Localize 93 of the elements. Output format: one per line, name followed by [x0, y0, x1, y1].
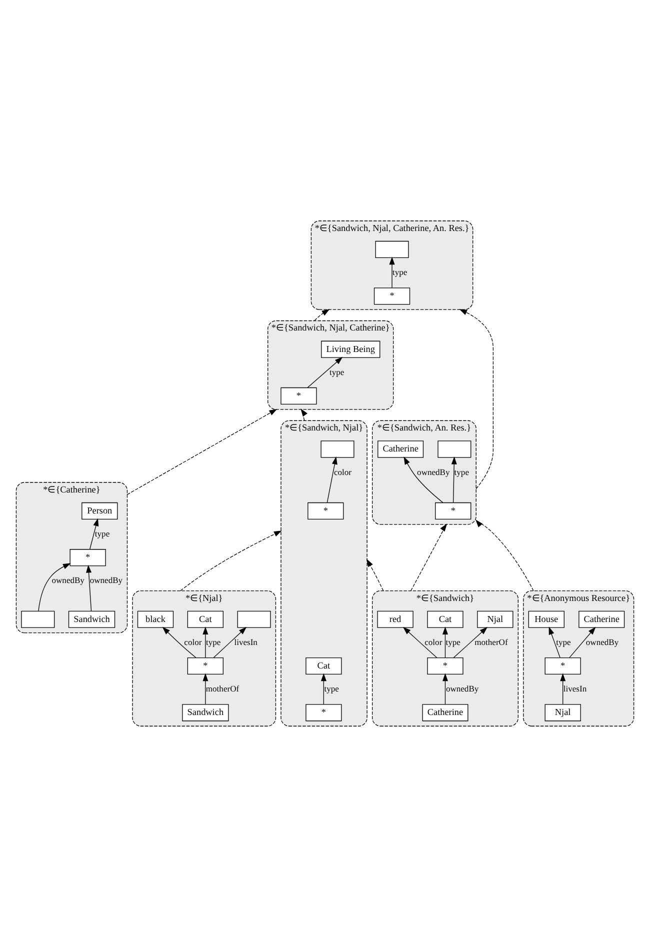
edge-label: ownedBy: [90, 574, 123, 585]
arrow: [90, 518, 99, 550]
arrow: [307, 356, 343, 388]
arrow: [320, 672, 326, 704]
node-box: Catherine: [378, 440, 424, 458]
cluster: [310, 220, 474, 310]
node-box: *: [435, 502, 472, 519]
arrow: [162, 626, 196, 658]
node-box: [438, 440, 472, 458]
arrow: [569, 626, 596, 658]
edge-label: type: [329, 366, 344, 376]
node-box: *: [544, 656, 581, 674]
cluster: [280, 420, 368, 726]
node-label: *∈{Sandwich, An. Res.}: [377, 422, 472, 432]
edge-label: type: [206, 636, 221, 646]
cluster: [523, 590, 634, 726]
node-box: [320, 440, 354, 458]
node-box: *: [374, 287, 410, 304]
arrow: [366, 558, 384, 591]
edge-label: motherOf: [474, 636, 508, 646]
node-box: *: [308, 502, 344, 519]
arrow: [389, 256, 395, 288]
arrow: [453, 626, 488, 658]
cluster: [372, 590, 518, 726]
arrow: [475, 518, 534, 591]
node-box: Catherine: [578, 610, 625, 628]
arrow: [451, 456, 457, 502]
edge-label: ownedBy: [586, 636, 619, 646]
node-box: black: [137, 610, 174, 628]
edge-label: motherOf: [206, 683, 240, 694]
cluster: [16, 482, 128, 633]
arrow: [548, 626, 560, 658]
node-label: *∈{Sandwich, Njal, Catherine}: [271, 322, 390, 332]
edge-label: type: [324, 683, 339, 694]
arrow: [402, 626, 438, 658]
edge-label: ownedBy: [446, 683, 479, 694]
node-box: *: [280, 386, 317, 404]
node-label: *∈{Catherine}: [43, 484, 100, 494]
node-label: *∈{Sandwich, Njal, Catherine, An. Res.}: [314, 222, 470, 232]
node-box: [237, 610, 271, 628]
arrow: [410, 523, 448, 591]
cluster: [132, 590, 276, 726]
arrow: [459, 308, 494, 489]
node-box: *: [306, 704, 342, 721]
edge-label: color: [184, 636, 202, 646]
edge-label: livesIn: [563, 683, 587, 694]
node-box: [21, 610, 55, 628]
node-box: Catherine: [422, 704, 468, 721]
edge-label: type: [392, 266, 408, 277]
node-label: *∈{Sandwich}: [416, 592, 474, 602]
node-box: Person: [82, 502, 118, 519]
node-box: Cat: [306, 656, 342, 674]
edge-label: ownedBy: [52, 574, 84, 585]
edge-label: livesIn: [234, 636, 258, 646]
node-box: Living Being: [321, 340, 380, 358]
arrow: [314, 308, 330, 321]
arrow: [213, 626, 247, 658]
node-box: House: [528, 610, 564, 628]
edge-label: type: [94, 528, 110, 538]
edge-label: color: [424, 636, 442, 646]
arrow: [202, 672, 208, 704]
arrow: [560, 672, 566, 704]
node-box: *: [187, 656, 224, 674]
arrow: [326, 456, 338, 502]
node-box: red: [377, 610, 414, 628]
node-box: *: [70, 548, 106, 566]
arrow: [126, 408, 278, 494]
cluster: [268, 320, 394, 410]
node-box: *: [427, 656, 464, 674]
node-box: Cat: [427, 610, 464, 628]
arrow: [442, 672, 448, 704]
node-box: Sandwich: [68, 610, 116, 628]
arrow: [404, 456, 444, 502]
arrow: [180, 530, 282, 591]
node-box: Cat: [187, 610, 224, 628]
node-box: Njal: [477, 610, 514, 628]
arrow: [38, 562, 71, 611]
node-label: *∈{Anonymous Resource}: [527, 592, 630, 602]
arrow: [86, 564, 92, 611]
cluster: [372, 420, 476, 524]
edge-label: type: [446, 636, 460, 646]
edge-label: ownedBy: [417, 466, 450, 476]
node-label: *∈{Njal}: [185, 592, 223, 602]
arrow: [300, 408, 308, 420]
edge-label: type: [454, 466, 470, 476]
arrow: [202, 626, 208, 658]
edge-label: type: [556, 636, 571, 646]
node-label: *∈{Sandwich, Njal}: [284, 422, 364, 432]
node-box: Sandwich: [182, 704, 229, 721]
node-box: Njal: [544, 704, 581, 721]
edge-label: color: [334, 466, 352, 476]
node-box: [375, 240, 409, 258]
arrow: [442, 626, 448, 658]
